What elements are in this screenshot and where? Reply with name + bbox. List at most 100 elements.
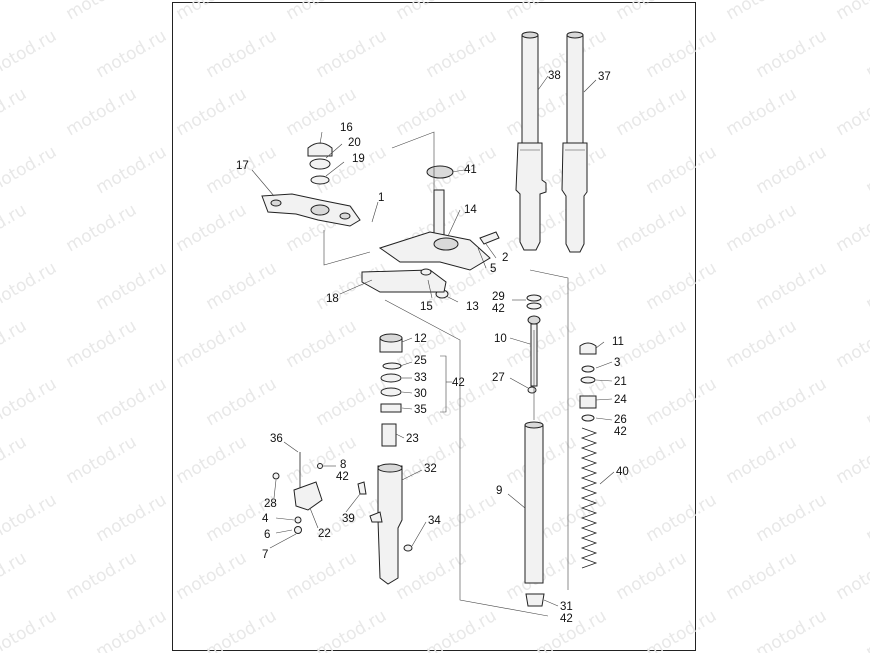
watermark-text: motod.ru [613,548,691,604]
fork-slider-left-parts [357,333,413,585]
watermark-text: motod.ru [613,0,691,24]
watermark-text: motod.ru [173,200,251,256]
callout-17: 17 [236,160,249,172]
watermark-text: motod.ru [613,200,691,256]
watermark-text: motod.ru [613,84,691,140]
watermark-text: motod.ru [63,0,141,24]
watermark-text: motod.ru [863,490,870,546]
watermark-text: motod.ru [313,374,391,430]
fork-spring-assembly [579,342,598,569]
callout-37: 37 [598,71,611,83]
watermark-text: motod.ru [93,374,171,430]
callout-29: 29 [492,291,505,303]
callout-2: 2 [502,252,508,264]
callout-31: 31 [560,601,573,613]
callout-40: 40 [616,466,629,478]
watermark-text: motod.ru [863,26,870,82]
watermark-text: motod.ru [0,258,60,314]
watermark-text: motod.ru [63,316,141,372]
callout-27: 27 [492,372,505,384]
watermark-text: motod.ru [93,26,171,82]
watermark-text: motod.ru [93,490,171,546]
watermark-text: motod.ru [0,606,60,653]
watermark-text: motod.ru [393,432,471,488]
callout-22: 22 [318,528,331,540]
watermark-text: motod.ru [0,84,30,140]
callout-13: 13 [466,301,479,313]
watermark-text: motod.ru [0,200,30,256]
callout-35: 35 [414,404,427,416]
callout-32: 32 [424,463,437,475]
watermark-text: motod.ru [753,490,831,546]
watermark-text: motod.ru [643,142,721,198]
watermark-text: motod.ru [613,432,691,488]
watermark-text: motod.ru [613,316,691,372]
watermark-text: motod.ru [63,432,141,488]
leader-lines [251,75,615,607]
callout-7: 7 [262,549,268,561]
watermark-text: motod.ru [203,606,281,653]
watermark-text: motod.ru [753,258,831,314]
callout-21: 21 [614,376,627,388]
callout-33: 33 [414,372,427,384]
watermark-text: motod.ru [753,26,831,82]
watermark-text: motod.ru [93,606,171,653]
watermark-text: motod.ru [723,200,801,256]
watermark-text: motod.ru [833,0,870,24]
watermark-text: motod.ru [173,316,251,372]
callout-10: 10 [494,333,507,345]
steering-stem-assembly [378,165,500,299]
watermark-text: motod.ru [0,548,30,604]
watermark-text: motod.ru [0,26,60,82]
watermark-text: motod.ru [863,374,870,430]
callout-25: 25 [414,355,427,367]
watermark-text: motod.ru [533,490,611,546]
callout-12: 12 [414,333,427,345]
callout-8: 8 [340,459,346,471]
watermark-text: motod.ru [63,548,141,604]
watermark-text: motod.ru [423,26,501,82]
watermark-text: motod.ru [833,316,870,372]
callout-4: 4 [262,513,269,525]
watermark-text: motod.ru [643,26,721,82]
callout-5: 5 [490,263,496,275]
watermark-text: motod.ru [503,0,581,24]
watermark-text: motod.ru [863,142,870,198]
watermark-text: motod.ru [723,84,801,140]
callout-30: 30 [414,388,427,400]
callout-labels: 16 20 19 17 1 41 14 2 5 18 15 13 38 37 1… [236,70,629,625]
fork-tube-left [515,31,547,251]
inner-fork-tube [524,421,545,607]
watermark-text: motod.ru [723,432,801,488]
callout-42-a: 42 [452,377,465,389]
watermark-text: motod.ru [833,200,870,256]
callout-28: 28 [264,498,277,510]
upper-fork-bracket [261,193,361,227]
watermark-text: motod.ru [283,548,361,604]
watermark-text: motod.ru [203,26,281,82]
watermark-text: motod.ru [423,606,501,653]
watermark-text: motod.ru [643,258,721,314]
top-nut-stack [307,142,333,185]
callout-11: 11 [612,336,624,348]
watermark-text: motod.ru [643,490,721,546]
fork-cover-18 [361,268,447,293]
watermark-text: motod.ru [0,490,60,546]
callout-42-b: 42 [336,471,349,483]
callout-24: 24 [614,394,627,406]
callout-16: 16 [340,122,353,134]
watermark-text: motod.ru [833,548,870,604]
watermark-text: motod.ru [753,142,831,198]
callout-19: 19 [352,153,365,165]
callout-42-e: 42 [560,613,573,625]
guide-lines [323,131,569,617]
callout-18: 18 [326,293,339,305]
watermark-text: motod.ru [643,374,721,430]
fork-tube-right [561,31,588,253]
watermark-text: motod.ru [203,258,281,314]
watermark-text: motod.ru [173,432,251,488]
watermark-text: motod.ru [0,0,30,24]
watermark-text: motod.ru [533,374,611,430]
watermark-text: motod.ru [863,606,870,653]
